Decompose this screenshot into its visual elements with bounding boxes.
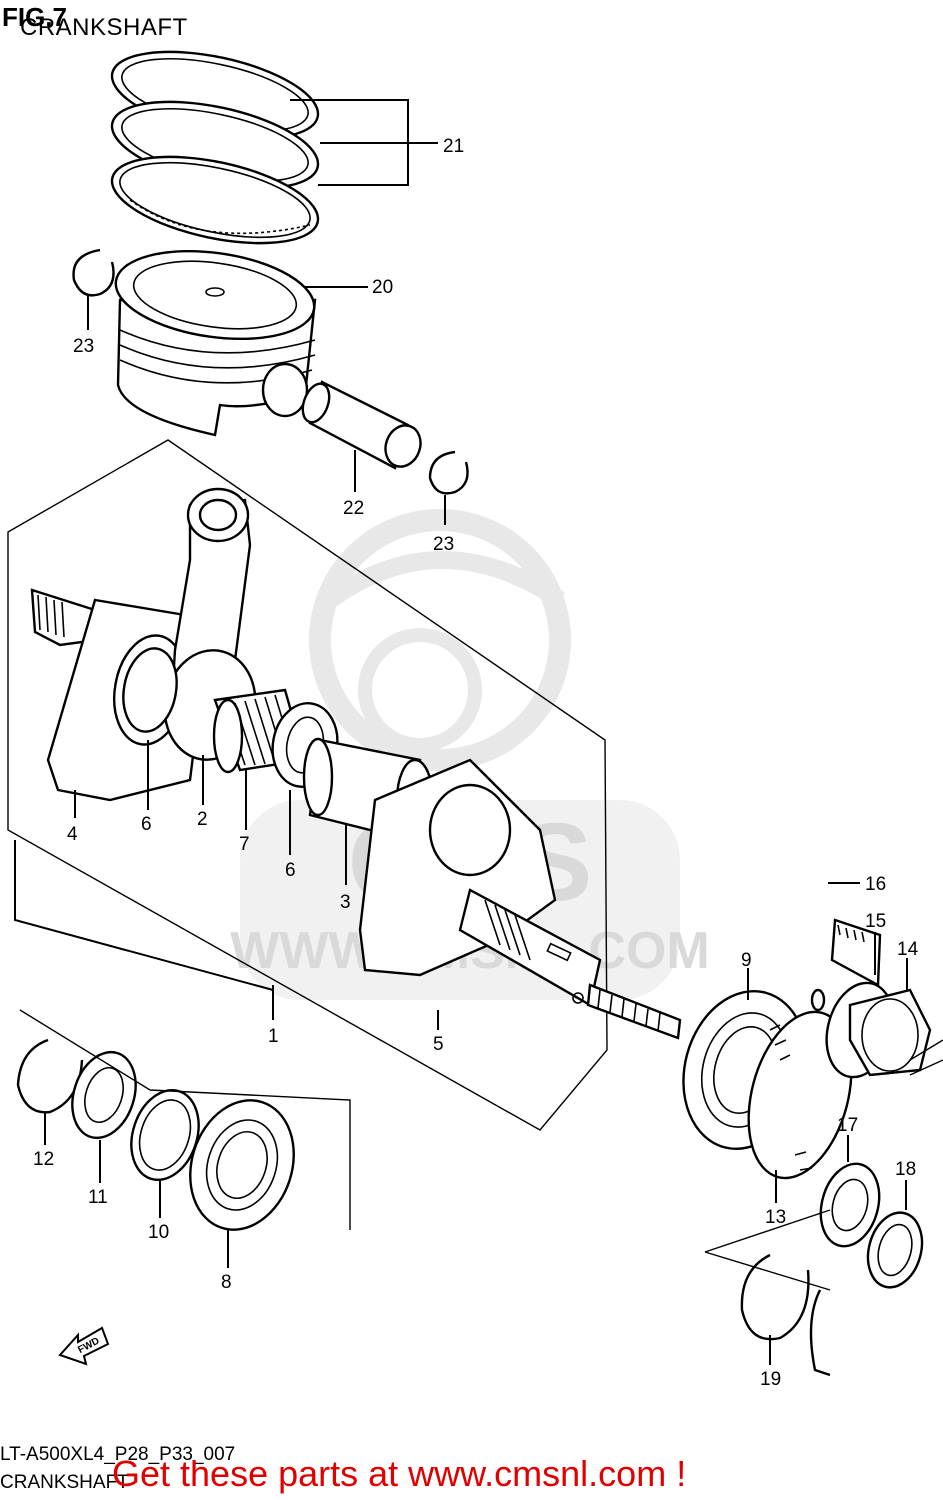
callout-2: 2 [197,809,208,830]
callout-9: 9 [741,950,752,971]
callout-11: 11 [88,1187,108,1208]
key-pin [810,988,826,1012]
left-bracket [19,1009,351,1230]
callout-12: 12 [33,1149,54,1170]
callout-16: 16 [865,874,886,895]
assembly-box [7,439,608,1131]
piston [114,249,317,437]
right-bracket [704,1209,831,1291]
leader-lines [14,99,908,1365]
model-code: LT-A500XL4_P28_P33_007 [0,1444,236,1465]
callout-6: 6 [141,814,152,835]
callout-21: 21 [443,136,464,157]
callout-13: 13 [765,1207,786,1228]
callout-3: 3 [340,892,351,913]
fwd-arrow-icon [58,1326,110,1366]
callouts: 21 20 23 22 23 4 6 2 7 6 3 1 5 16 15 14 … [33,136,919,1390]
callout-8: 8 [221,1272,232,1293]
callout-5: 5 [433,1034,444,1055]
nut-14 [848,988,932,1077]
callout-20: 20 [372,277,393,298]
callout-15: 15 [865,911,886,932]
callout-4: 4 [67,824,78,845]
bearing-8 [189,1099,295,1231]
model-subtitle: CRANKSHAFT [0,1472,129,1493]
piston-pin [301,380,422,470]
housing-edge [809,1289,831,1377]
callout-10: 10 [148,1222,169,1243]
bearing-17 [819,1162,881,1248]
callout-6: 6 [285,860,296,881]
piston-rings [110,50,320,245]
primary-drive-gear-13 [747,1010,853,1180]
callout-17: 17 [837,1115,858,1136]
callout-19: 19 [760,1369,781,1390]
crankshaft-right-half [358,758,682,1040]
figure-title: FIG.7 [2,2,68,32]
thrust-washer-left [122,647,178,733]
circlip-19 [740,1253,810,1341]
callout-23: 23 [73,336,94,357]
callout-1: 1 [268,1026,279,1047]
callout-7: 7 [239,834,250,855]
figure-subtitle: CRANKSHAFT [20,14,188,41]
callout-18: 18 [895,1159,916,1180]
circlip-right [428,450,469,495]
fwd-marker: FWD [58,1326,110,1366]
get-parts-link[interactable]: Get these parts at www.cmsnl.com ! [112,1453,687,1494]
callout-22: 22 [343,498,364,519]
callout-14: 14 [897,939,919,960]
circlip-left [72,248,115,297]
callout-23: 23 [433,534,454,555]
